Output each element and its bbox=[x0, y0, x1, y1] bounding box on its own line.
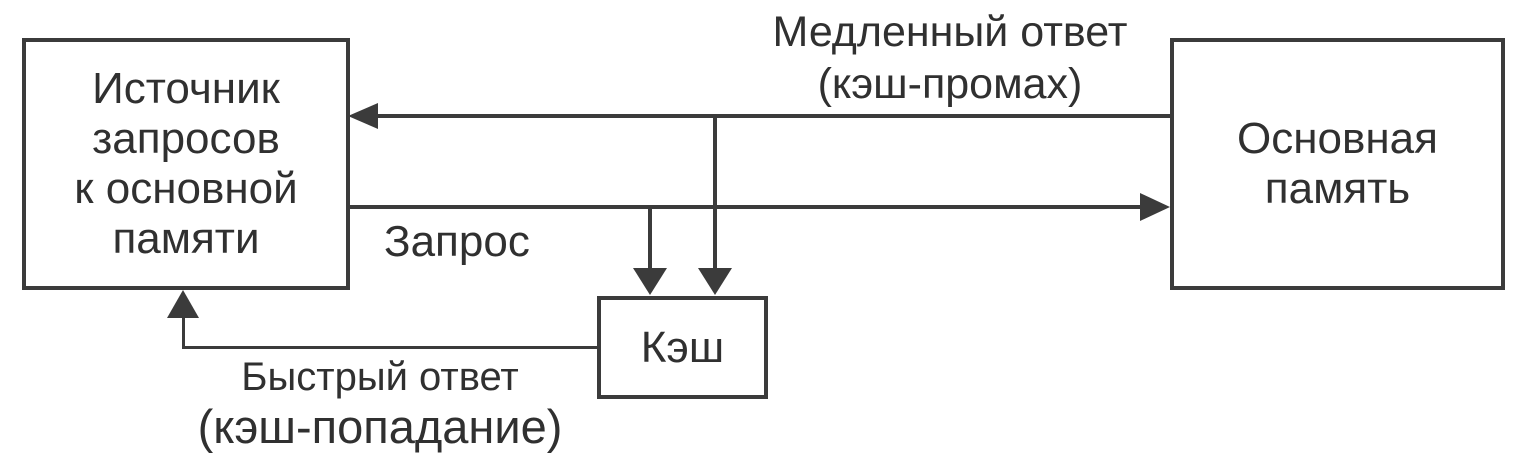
fast-response-line-horizontal bbox=[183, 346, 599, 349]
fast-response-label: Быстрый ответ (кэш-попадание) bbox=[154, 354, 606, 454]
source-box-label: запросов bbox=[92, 114, 280, 163]
slow-response-line bbox=[374, 114, 1170, 118]
source-box-label: памяти bbox=[112, 214, 260, 263]
slow-response-label-line1: Медленный ответ bbox=[772, 8, 1128, 56]
fast-response-label-line2: (кэш-попадание) bbox=[197, 400, 563, 453]
cache-box-label: Кэш bbox=[640, 322, 725, 372]
request-to-cache-line bbox=[648, 205, 652, 272]
slow-response-to-cache-line bbox=[713, 114, 717, 272]
request-line bbox=[350, 205, 1142, 209]
slow-response-label-line2: (кэш-промах) bbox=[817, 60, 1083, 108]
source-box-label: Источник bbox=[92, 64, 280, 113]
arrow-up-icon bbox=[167, 290, 199, 318]
fast-response-label-line1: Быстрый ответ bbox=[241, 355, 519, 399]
main-memory-box-label: память bbox=[1264, 164, 1411, 213]
fast-response-line-vertical bbox=[182, 314, 185, 349]
cache-box: Кэш bbox=[597, 296, 768, 399]
main-memory-box-label: Основная bbox=[1237, 114, 1438, 163]
request-label: Запрос bbox=[384, 217, 530, 266]
main-memory-box: Основная память bbox=[1170, 38, 1505, 290]
arrow-left-icon bbox=[348, 103, 378, 129]
arrow-down-icon bbox=[698, 268, 732, 295]
arrow-down-icon bbox=[633, 268, 667, 295]
source-box: Источник запросов к основной памяти bbox=[22, 38, 350, 290]
source-box-label: к основной bbox=[74, 164, 298, 213]
arrow-right-icon bbox=[1140, 193, 1170, 221]
slow-response-label: Медленный ответ (кэш-промах) bbox=[730, 6, 1170, 110]
